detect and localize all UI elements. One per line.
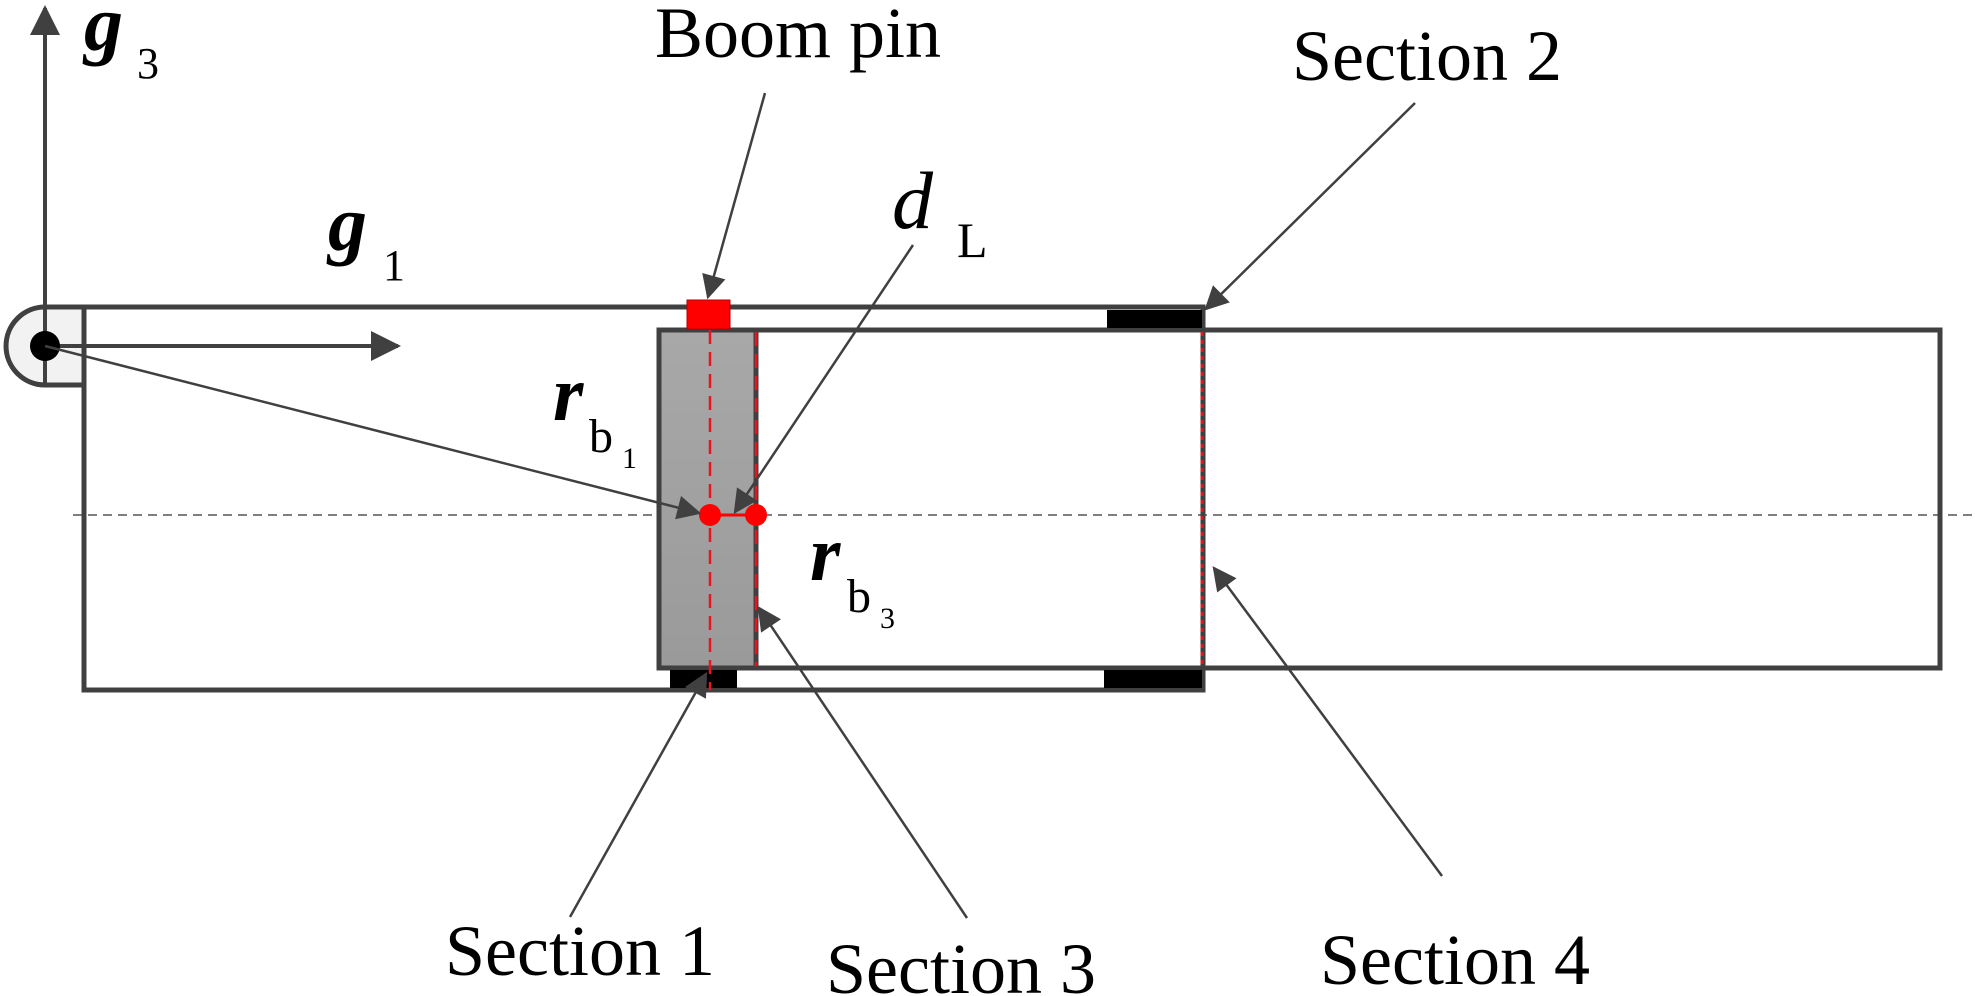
g1-subscript: 1 bbox=[383, 241, 405, 290]
dl-label: d L bbox=[892, 155, 988, 268]
overlap-region bbox=[656, 327, 759, 671]
g1-symbol: g bbox=[326, 180, 367, 267]
boom-pin-label: Boom pin bbox=[655, 0, 941, 73]
section-3-label: Section 3 bbox=[826, 929, 1096, 996]
rb3-label: r b 3 bbox=[810, 510, 895, 635]
boom-pin-leader bbox=[702, 92, 767, 300]
point-b3 bbox=[745, 504, 767, 526]
section-1-label: Section 1 bbox=[445, 911, 715, 991]
g3-label: g 3 bbox=[82, 0, 159, 88]
rb1-subsubscript: 1 bbox=[622, 442, 637, 475]
section-1-leader bbox=[568, 671, 708, 918]
section-2-label: Section 2 bbox=[1292, 16, 1562, 96]
rb3-subscript: b bbox=[847, 570, 871, 623]
outer-boom bbox=[81, 304, 1206, 693]
g1-label: g 1 bbox=[326, 180, 405, 290]
rb1-vector bbox=[44, 344, 702, 520]
dl-subscript: L bbox=[957, 212, 988, 268]
dl-symbol: d bbox=[892, 155, 934, 246]
rb1-subscript: b bbox=[589, 410, 613, 463]
point-b1 bbox=[699, 504, 721, 526]
rb3-subsubscript: 3 bbox=[880, 602, 895, 635]
g3-symbol: g bbox=[82, 0, 123, 67]
sliding-block-bottom-right bbox=[1104, 670, 1202, 688]
section-3-leader bbox=[757, 606, 969, 919]
section-2-leader bbox=[1204, 102, 1416, 311]
section-4-label: Section 4 bbox=[1320, 920, 1590, 996]
rb1-symbol: r bbox=[553, 350, 584, 437]
sliding-block-top-right bbox=[1107, 310, 1202, 328]
section-4-leader bbox=[1212, 566, 1444, 877]
rb1-label: r b 1 bbox=[553, 350, 637, 475]
dl-leader bbox=[733, 244, 915, 514]
g3-subscript: 3 bbox=[137, 39, 159, 88]
rb3-symbol: r bbox=[810, 510, 841, 597]
boom-pin bbox=[686, 299, 731, 330]
